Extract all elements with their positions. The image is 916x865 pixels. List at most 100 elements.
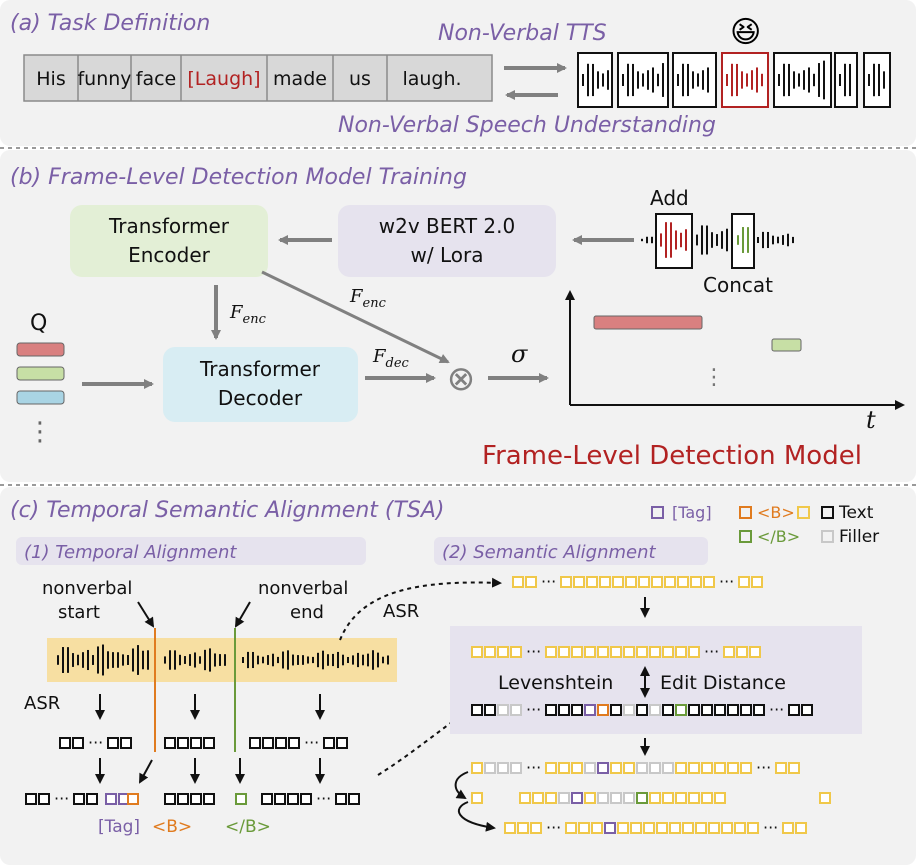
token-square	[510, 704, 522, 716]
token-square	[584, 762, 596, 774]
token-square	[471, 762, 483, 774]
token-square	[636, 792, 648, 804]
token-square	[604, 822, 616, 834]
token-square	[190, 737, 202, 749]
token-square	[651, 576, 663, 588]
token-square	[782, 822, 794, 834]
ellipsis-dots: ···	[704, 642, 719, 661]
token-square	[749, 646, 761, 658]
token-square	[636, 762, 648, 774]
token-2: face	[136, 68, 176, 90]
token-square	[623, 792, 635, 804]
ellipsis-dots: ···	[769, 700, 784, 719]
token-square	[591, 822, 603, 834]
token-square	[649, 704, 661, 716]
token-square	[727, 762, 739, 774]
token-square	[72, 737, 84, 749]
nonverbal-start-1: nonverbal	[42, 578, 132, 599]
token-square	[586, 576, 598, 588]
token-square	[688, 704, 700, 716]
token-square	[610, 704, 622, 716]
token-square	[471, 704, 483, 716]
token-square	[708, 822, 720, 834]
speech-segment-box	[672, 52, 717, 108]
token-row-box	[23, 54, 493, 102]
nonverbal-start-2: start	[58, 602, 100, 623]
token-square	[795, 822, 807, 834]
token-square	[335, 793, 347, 805]
token-1: funny	[77, 68, 131, 90]
token-square	[623, 704, 635, 716]
token-square	[675, 704, 687, 716]
token-square	[584, 646, 596, 658]
token-square	[571, 792, 583, 804]
token-square	[714, 704, 726, 716]
token-square	[788, 762, 800, 774]
token-square	[504, 822, 516, 834]
token-square	[599, 576, 611, 588]
token-square	[532, 792, 544, 804]
ellipsis-dots: ···	[756, 758, 771, 777]
query-bar-red	[16, 342, 65, 357]
ellipsis-dots: ···	[526, 758, 541, 777]
f-dec-sub: dec	[386, 356, 410, 371]
token-square	[484, 704, 496, 716]
decoder-label-1: Transformer	[199, 357, 321, 381]
token-square	[59, 737, 71, 749]
query-bar-blue	[16, 390, 65, 405]
token-square	[688, 792, 700, 804]
token-square	[86, 793, 98, 805]
legend-tag: [Tag]	[672, 503, 712, 522]
token-square	[775, 762, 787, 774]
legend-tag-swatch	[651, 506, 664, 519]
token-square	[695, 822, 707, 834]
temporal-title: (1) Temporal Alignment	[24, 542, 237, 563]
token-square	[597, 762, 609, 774]
token-square	[558, 646, 570, 658]
legend-text: Text	[838, 503, 874, 523]
token-square	[617, 822, 629, 834]
asr-curve-top	[339, 577, 502, 641]
token-square	[664, 576, 676, 588]
token-square	[571, 646, 583, 658]
token-square	[801, 704, 813, 716]
token-square	[677, 576, 689, 588]
flow-diag-arrow	[139, 759, 153, 784]
ellipsis-dots: ···	[304, 733, 319, 752]
tag-label: [Tag]	[98, 817, 140, 837]
f-dec-label: Fdec	[372, 346, 410, 371]
token-square	[300, 793, 312, 805]
start-pointer-arrow	[137, 601, 155, 628]
token-square	[25, 793, 37, 805]
token-square	[510, 646, 522, 658]
f-dec-main: F	[372, 346, 387, 367]
token-square	[675, 762, 687, 774]
b-open-label: <B>	[152, 817, 192, 837]
f-enc-diag-sub: enc	[363, 296, 387, 311]
ellipsis-dots: ···	[88, 733, 103, 752]
token-square	[623, 646, 635, 658]
token-square	[190, 793, 202, 805]
token-square	[819, 792, 831, 804]
ellipsis-dots: ···	[526, 642, 541, 661]
token-square	[734, 822, 746, 834]
token-square	[517, 822, 529, 834]
transformer-encoder-box	[70, 205, 268, 277]
w2v-label-1: w2v BERT 2.0	[379, 214, 515, 238]
token-square	[519, 792, 531, 804]
f-enc-down-label: Fenc	[229, 302, 267, 327]
legend-bopen: <B>	[757, 503, 795, 522]
token-square	[736, 646, 748, 658]
f-enc-down-main: F	[229, 302, 244, 323]
ellipsis-dots: ···	[541, 572, 556, 591]
waveform-a	[577, 52, 891, 108]
token-square	[610, 792, 622, 804]
token-square	[545, 792, 557, 804]
token-square	[669, 822, 681, 834]
token-square	[323, 737, 335, 749]
sigma-label: σ	[511, 340, 528, 368]
ellipsis-dots: ···	[719, 572, 734, 591]
token-square	[753, 704, 765, 716]
semantic-title-bg	[434, 537, 708, 565]
